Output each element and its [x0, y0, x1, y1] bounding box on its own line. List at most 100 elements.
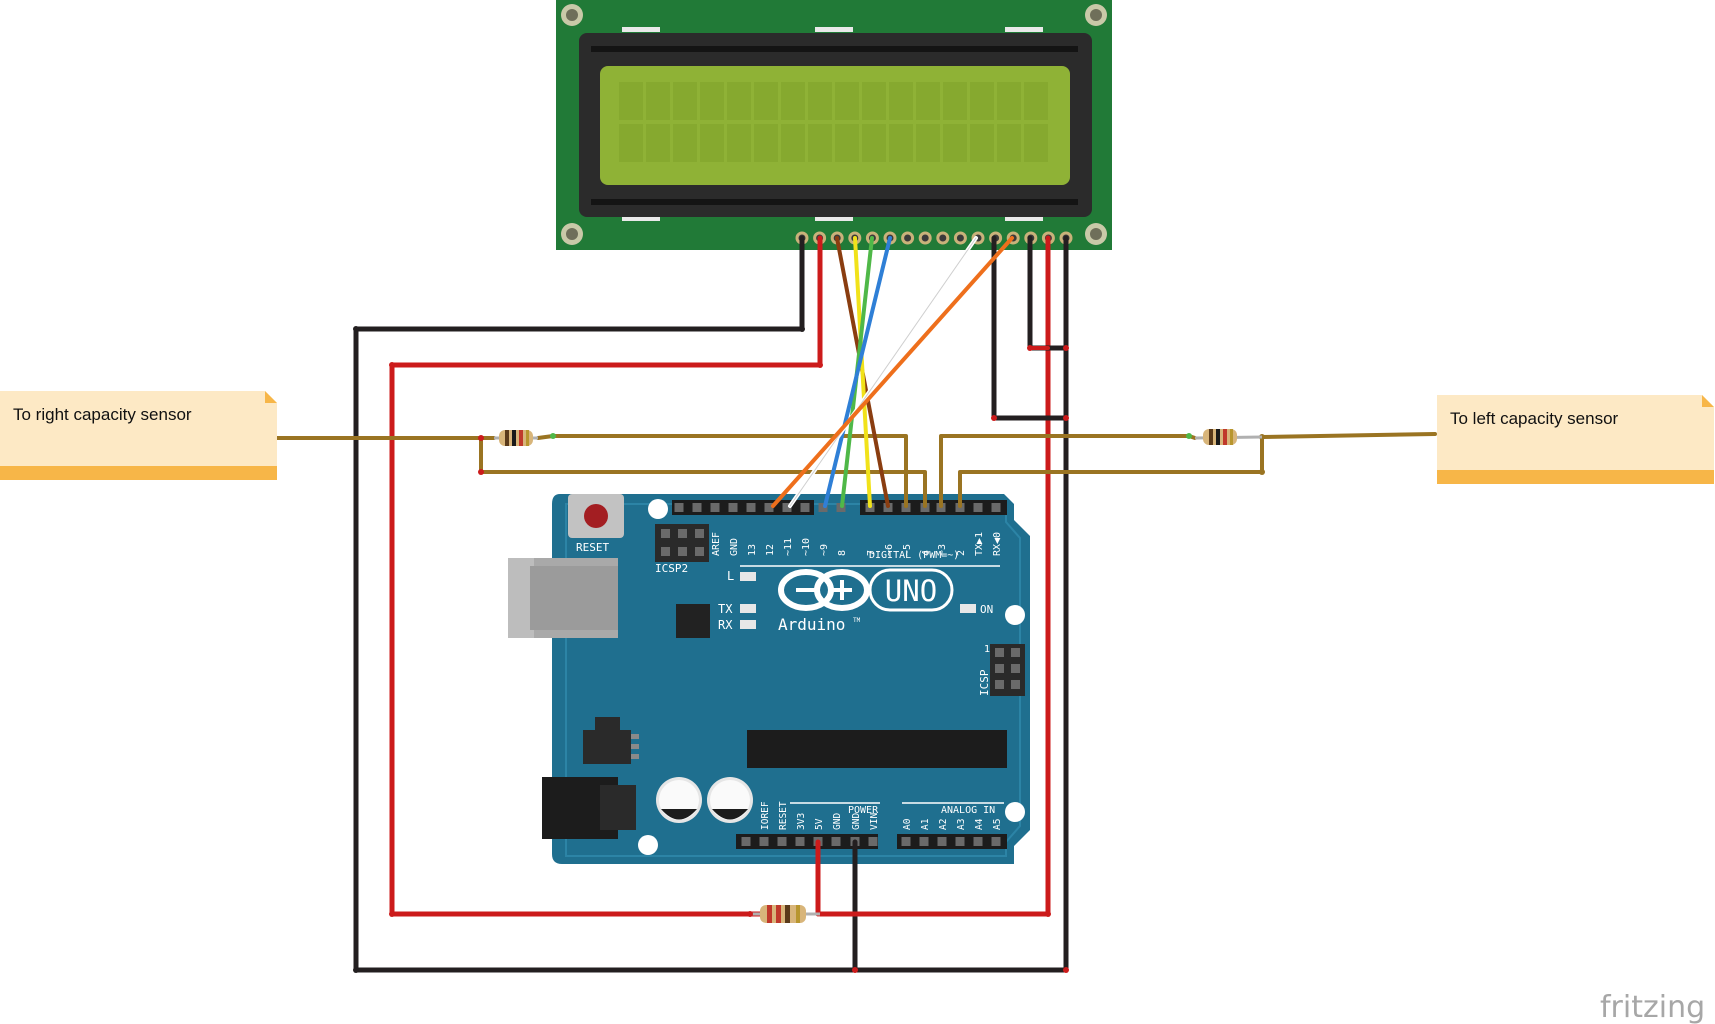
usb-chip: [676, 604, 710, 638]
digital-pin-label: 13: [747, 544, 758, 556]
lcd-char-cell: [646, 124, 670, 162]
analog-pin-label: A2: [938, 819, 949, 830]
lcd-char-cell: [700, 82, 724, 120]
lcd-char-cell: [754, 82, 778, 120]
lcd-char-cell: [781, 82, 805, 120]
mount-hole: [638, 835, 658, 855]
reset-label: RESET: [576, 541, 609, 554]
digital-pin-label: ~11: [783, 538, 794, 556]
wire-left-sensor[interactable]: [958, 435, 1264, 508]
lcd-char-cell: [862, 124, 886, 162]
digital-label: DIGITAL (PWM=~): [869, 550, 959, 561]
lcd-char-cell: [673, 82, 697, 120]
lcd-char-cell: [754, 124, 778, 162]
analog-label: ANALOG IN: [941, 805, 995, 816]
wire-right-sensor[interactable]: [479, 436, 927, 508]
mount-hole: [1005, 802, 1025, 822]
lcd-char-cell: [970, 124, 994, 162]
wire-rs-orange[interactable]: [771, 236, 1014, 508]
digital-pin: [973, 503, 983, 512]
digital-pin-label: ~6: [884, 544, 895, 556]
trademark-label: TM: [853, 617, 861, 624]
uno-badge: [868, 568, 954, 612]
digital-pin-label: ~9: [819, 544, 830, 556]
power-label: POWER: [848, 805, 879, 816]
uno-label: UNO: [885, 574, 937, 608]
lcd-character-grid: [619, 82, 1048, 162]
analog-pin: [973, 837, 983, 846]
wire-junctions: [353, 326, 1265, 973]
digital-pin-label: AREF: [711, 532, 722, 556]
analog-pin-label: A0: [902, 818, 913, 830]
analog-pin: [955, 837, 965, 846]
digital-pin: [800, 503, 810, 512]
lcd-char-cell: [835, 124, 859, 162]
digital-pin: [991, 503, 1001, 512]
fritzing-watermark: fritzing: [1600, 990, 1705, 1024]
lcd-char-cell: [646, 82, 670, 120]
power-pin-label: GND: [851, 813, 862, 830]
reset-button-cap[interactable]: [584, 504, 608, 528]
icsp2-label: ICSP2: [655, 562, 688, 575]
lcd-char-cell: [889, 124, 913, 162]
power-pin-label: 5V: [814, 818, 825, 830]
lcd-char-cell: [700, 124, 724, 162]
power-pin: [777, 837, 787, 846]
led-tx-label: TX: [718, 602, 733, 616]
digital-pin-label: RX◀0: [992, 532, 1003, 556]
lcd-char-cell: [808, 124, 832, 162]
wire-left-sensor[interactable]: [1260, 432, 1437, 439]
digital-pin-label: ~10: [801, 538, 812, 556]
analog-pin-label: A5: [992, 819, 1003, 830]
digital-pin-label: 7: [866, 550, 877, 556]
digital-pin-label: GND: [729, 538, 740, 556]
lcd-char-cell: [619, 82, 643, 120]
lcd-char-cell: [916, 82, 940, 120]
digital-pin-label: ~5: [902, 544, 913, 556]
voltage-regulator: [595, 717, 620, 731]
lcd-char-cell: [997, 82, 1021, 120]
digital-pin-label: 2: [956, 550, 967, 556]
mount-hole: [1005, 605, 1025, 625]
capacitor: [656, 777, 702, 823]
wire-left-sensor[interactable]: [939, 434, 1197, 508]
power-pin-label: VIN: [869, 813, 880, 830]
digital-pin: [746, 503, 756, 512]
arduino-infinity-logo: [778, 569, 870, 611]
lcd-char-cell: [619, 124, 643, 162]
led-rx: [740, 620, 756, 629]
lcd-char-cell: [916, 124, 940, 162]
led-l: [740, 572, 756, 581]
atmega-chip: [747, 730, 1007, 768]
wire-d4-blue[interactable]: [823, 236, 892, 508]
resistor-left-sensor: [1186, 429, 1263, 445]
led-on: [960, 604, 976, 613]
wire-d6-yellow[interactable]: [853, 236, 872, 508]
lcd-char-cell: [781, 124, 805, 162]
arduino-uno-board: RESET ICSP2 L TX RX UNO Arduino: [508, 494, 1030, 864]
lcd-char-cell: [727, 82, 751, 120]
led-rx-label: RX: [718, 618, 733, 632]
lcd-char-cell: [889, 82, 913, 120]
power-pin-label: GND: [832, 813, 843, 830]
analog-header: [897, 834, 1007, 849]
lcd-module: [556, 0, 1112, 250]
power-pin-label: IOREF: [760, 801, 771, 830]
note-right-sensor: To right capacity sensor: [0, 391, 277, 480]
resistor-right-sensor: [494, 430, 556, 446]
lcd-char-cell: [835, 82, 859, 120]
resistor-contrast: [747, 905, 820, 923]
lcd-char-cell: [997, 124, 1021, 162]
lcd-char-cell: [673, 124, 697, 162]
analog-pin-label: A4: [974, 818, 985, 830]
lcd-char-cell: [970, 82, 994, 120]
analog-pin-label: A1: [920, 818, 931, 830]
note-left-sensor-text: To left capacity sensor: [1450, 409, 1619, 428]
power-pin: [759, 837, 769, 846]
power-pin: [868, 837, 878, 846]
analog-pin: [937, 837, 947, 846]
wire-en-white-outline: [789, 237, 977, 507]
